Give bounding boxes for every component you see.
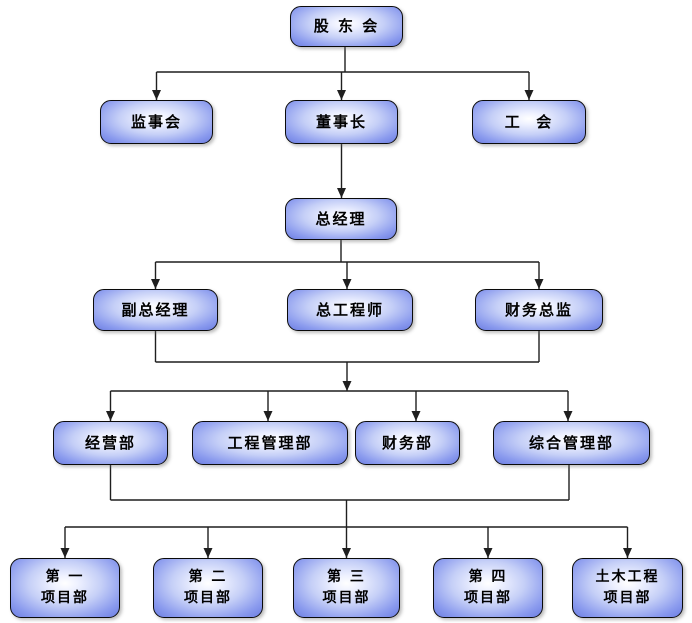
node-finance-director-label: 财务总监 <box>504 300 573 319</box>
node-finance-dept: 财务部 <box>355 421 460 465</box>
node-chief-engineer: 总工程师 <box>287 289 413 331</box>
node-project-dept-4-label: 第 四 项目部 <box>464 569 512 606</box>
node-general-manager-label: 总经理 <box>315 209 367 228</box>
node-labor-union-label: 工 会 <box>504 112 554 131</box>
node-shareholders-label: 股 东 会 <box>313 17 380 35</box>
node-labor-union: 工 会 <box>472 100 586 144</box>
node-deputy-general-manager: 副总经理 <box>93 289 218 331</box>
node-general-mgmt-dept: 综合管理部 <box>493 421 650 465</box>
node-project-dept-4: 第 四 项目部 <box>433 558 543 618</box>
node-operations-dept-label: 经营部 <box>84 433 136 452</box>
edges-row4-to-row5 <box>106 331 573 421</box>
node-engineering-mgmt-dept-label: 工程管理部 <box>227 433 313 452</box>
node-deputy-general-manager-label: 副总经理 <box>121 300 190 319</box>
node-project-dept-3: 第 三 项目部 <box>293 558 400 618</box>
edges-shareholders-to-row2 <box>152 47 534 100</box>
node-chairman-label: 董事长 <box>315 112 367 131</box>
node-project-dept-2-label: 第 二 项目部 <box>184 569 232 606</box>
node-finance-dept-label: 财务部 <box>381 433 433 452</box>
edges-gm-to-row4 <box>151 240 544 289</box>
node-shareholders: 股 东 会 <box>290 6 403 47</box>
node-operations-dept: 经营部 <box>53 421 168 465</box>
node-general-manager: 总经理 <box>285 198 397 240</box>
node-civil-engineering-project-dept: 土木工程 项目部 <box>572 558 683 618</box>
node-civil-engineering-project-dept-label: 土木工程 项目部 <box>595 569 660 606</box>
node-engineering-mgmt-dept: 工程管理部 <box>192 421 348 465</box>
node-general-mgmt-dept-label: 综合管理部 <box>528 433 614 452</box>
node-chairman: 董事长 <box>285 100 398 144</box>
node-project-dept-1-label: 第 一 项目部 <box>41 569 89 606</box>
node-chief-engineer-label: 总工程师 <box>315 300 384 319</box>
node-project-dept-3-label: 第 三 项目部 <box>322 569 371 606</box>
node-finance-director: 财务总监 <box>475 289 603 331</box>
node-project-dept-1: 第 一 项目部 <box>10 558 120 618</box>
node-supervisory-board: 监事会 <box>100 100 213 144</box>
edges-row5-to-row6 <box>60 465 632 558</box>
node-project-dept-2: 第 二 项目部 <box>153 558 263 618</box>
node-supervisory-board-label: 监事会 <box>130 112 182 131</box>
